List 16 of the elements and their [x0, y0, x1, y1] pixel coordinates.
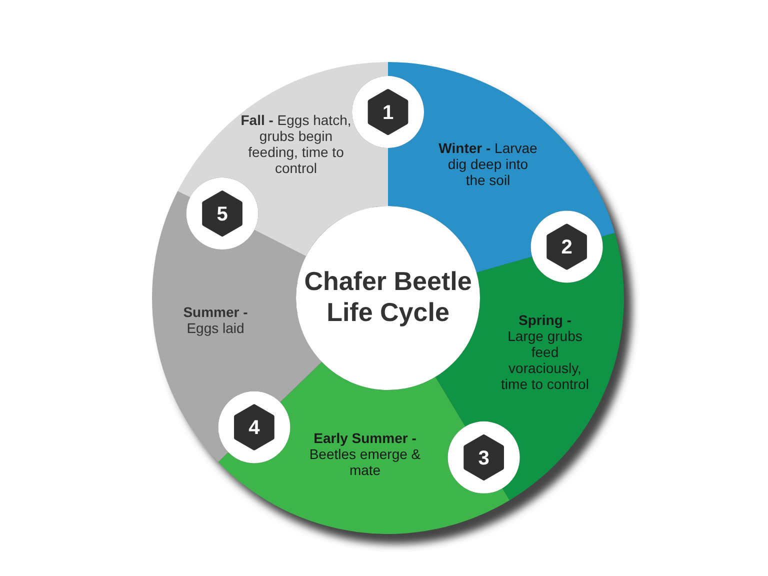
step-number: 4 [248, 417, 260, 440]
number-badge [448, 421, 520, 494]
step-number: 5 [216, 204, 228, 226]
stage-description: Winter - Larvae dig deep into the soil [438, 140, 538, 188]
stage-description: Fall - Eggs hatch, grubs begin feeding, time to control [240, 112, 352, 176]
step-number: 2 [561, 236, 572, 259]
stage-description: Spring - Large grubs feed voraciously, time to control [500, 312, 590, 392]
stage-description: Summer - Eggs laid [182, 304, 249, 336]
stage-description: Early Summer - Beetles emerge & mate [308, 430, 422, 478]
number-badge [186, 178, 258, 250]
step-number: 3 [478, 447, 490, 470]
number-badge [530, 210, 603, 283]
step-number: 1 [382, 102, 394, 124]
number-badge [352, 76, 424, 148]
center-circle [296, 206, 480, 390]
cycle-title: Chafer Beetle Life Cycle [303, 266, 473, 328]
